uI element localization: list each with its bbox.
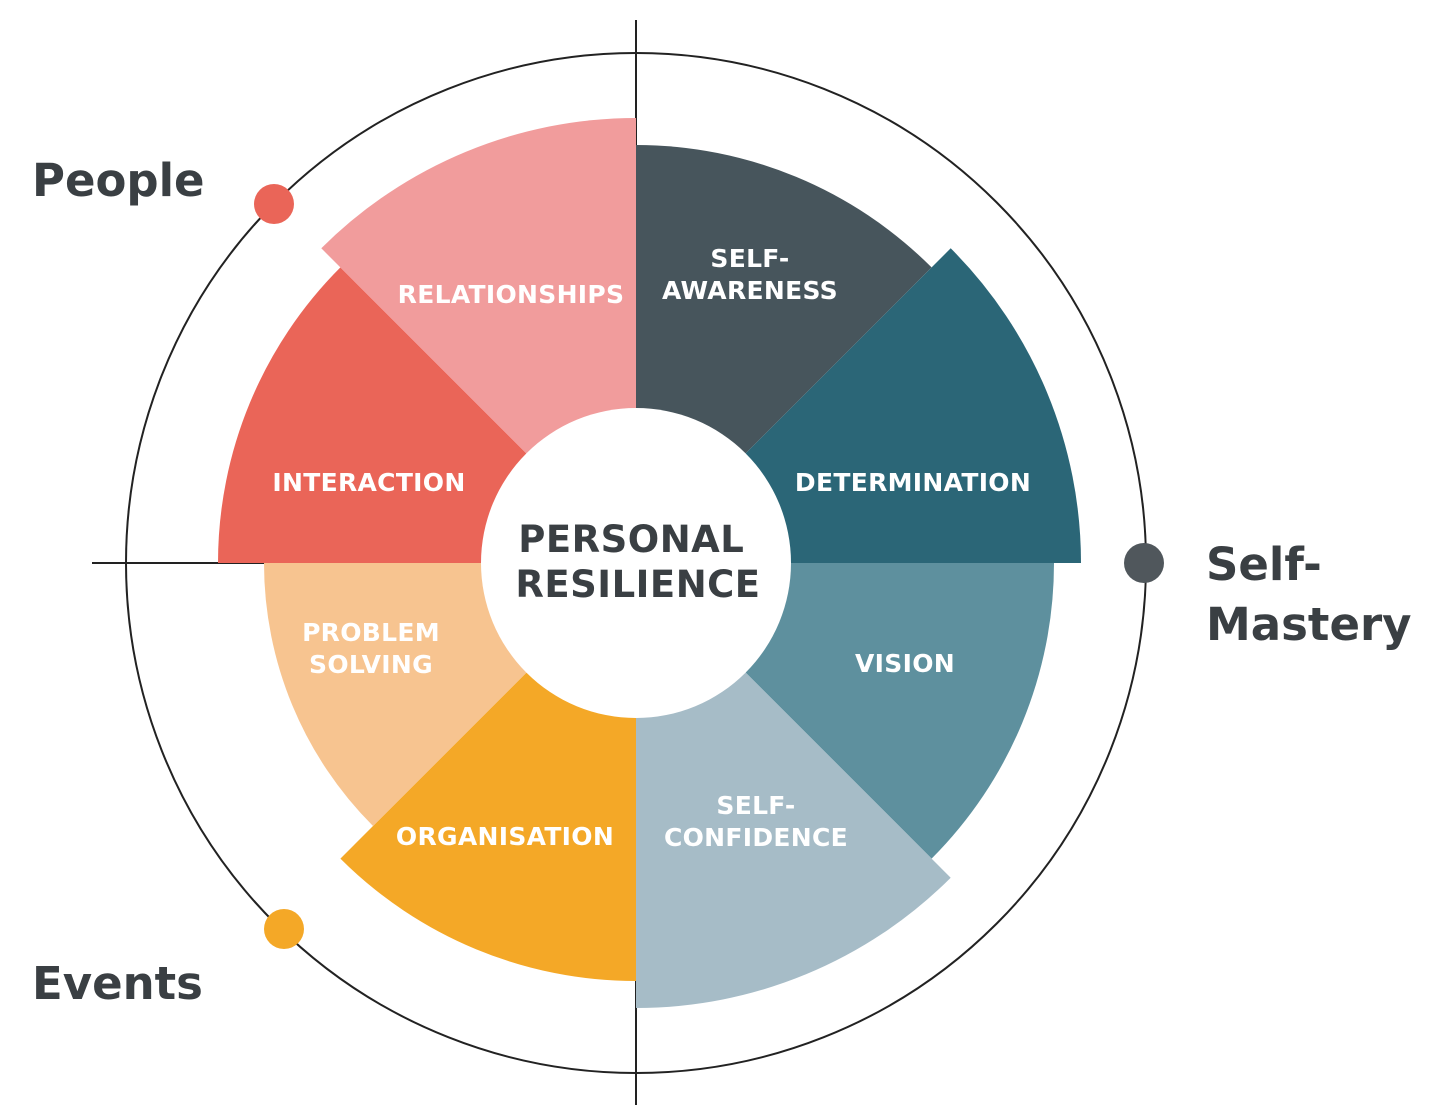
segment-label-organisation: ORGANISATION — [396, 822, 614, 851]
center-title-line-1: PERSONAL — [518, 518, 744, 561]
events-marker-dot — [264, 909, 304, 949]
segment-label-self-awareness-line-1: SELF- — [710, 244, 789, 273]
segment-label-problem-solving: PROBLEM SOLVING — [302, 618, 440, 679]
segment-label-self-confidence-line-1: SELF- — [716, 791, 795, 820]
segment-label-relationships: RELATIONSHIPS — [398, 280, 625, 309]
center-hub — [481, 408, 791, 718]
segment-label-self-awareness-line-2: AWARENESS — [662, 276, 838, 305]
segment-label-self-confidence-line-2: CONFIDENCE — [664, 823, 848, 852]
segment-label-self-awareness: SELF- AWARENESS — [662, 244, 838, 305]
segment-label-problem-solving-line-2: SOLVING — [309, 650, 433, 679]
segment-label-interaction-line-1: INTERACTION — [272, 468, 465, 497]
group-label-people-line-1: People — [32, 154, 205, 207]
center-title: PERSONAL RESILIENCE — [515, 518, 760, 606]
segment-label-problem-solving-line-1: PROBLEM — [302, 618, 440, 647]
group-label-people: People — [32, 154, 205, 207]
segment-label-interaction: INTERACTION — [272, 468, 465, 497]
segment-label-determination: DETERMINATION — [795, 468, 1031, 497]
segment-label-organisation-line-1: ORGANISATION — [396, 822, 614, 851]
group-label-self-mastery-line-2: Mastery — [1206, 598, 1412, 651]
segment-label-vision-line-1: VISION — [855, 649, 955, 678]
self-mastery-marker-dot — [1124, 543, 1164, 583]
segment-label-relationships-line-1: RELATIONSHIPS — [398, 280, 625, 309]
group-label-events-line-1: Events — [32, 957, 203, 1010]
group-label-self-mastery-line-1: Self- — [1206, 538, 1322, 591]
group-label-self-mastery: Self- Mastery — [1206, 538, 1412, 651]
center-title-line-2: RESILIENCE — [515, 563, 760, 606]
segment-label-vision: VISION — [855, 649, 955, 678]
people-marker-dot — [254, 184, 294, 224]
segment-label-self-confidence: SELF- CONFIDENCE — [664, 791, 848, 852]
group-label-events: Events — [32, 957, 203, 1010]
segment-labels-layer: SELF- AWARENESS DETERMINATION VISION SELF- CO… — [272, 244, 1031, 852]
segment-label-determination-line-1: DETERMINATION — [795, 468, 1031, 497]
